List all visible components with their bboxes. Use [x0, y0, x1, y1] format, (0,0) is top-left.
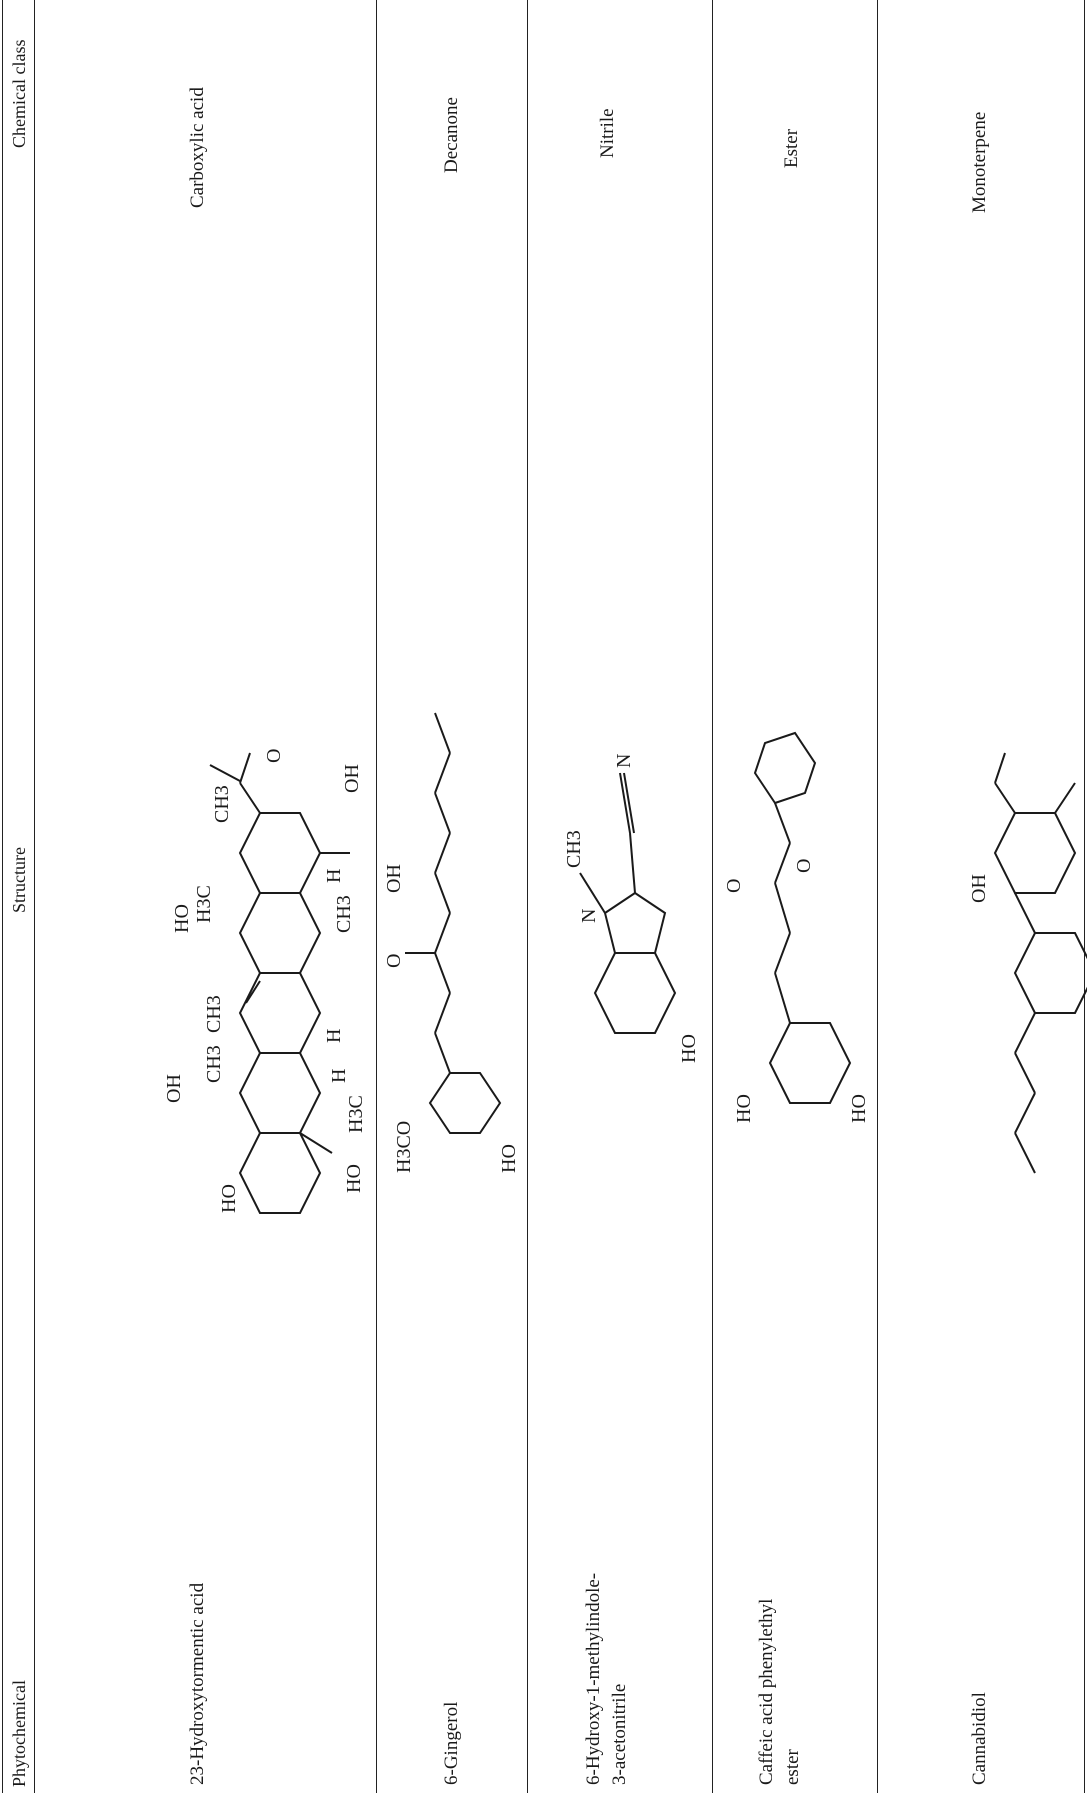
label-oh: OH: [383, 864, 405, 893]
structure-cannabidiol: OH: [968, 752, 1087, 1174]
label-h: H: [323, 869, 345, 883]
row-divider: [712, 0, 713, 1793]
label-ch3: CH3: [333, 895, 355, 933]
table-top-rule: [2, 0, 3, 1793]
label-o: O: [263, 749, 285, 763]
label-oh: OH: [163, 1074, 185, 1103]
label-ch3: CH3: [211, 785, 233, 823]
label-ch3: CH3: [203, 995, 225, 1033]
chemical-class: Nitrile: [597, 108, 618, 158]
table-bottom-rule: [1084, 0, 1085, 1793]
header-phytochemical: Phytochemical: [9, 1680, 29, 1787]
structure-6-hydroxy-1-methylindole-3-acetonitrile: CH3 N N HO: [563, 754, 700, 1063]
label-ho: HO: [733, 1094, 755, 1123]
label-h3c: H3C: [193, 885, 215, 923]
phytochemical-name: 23-Hydroxytormentic acid: [187, 1582, 208, 1785]
label-oh: OH: [968, 874, 990, 903]
chemical-class: Carboxylic acid: [187, 87, 208, 208]
label-n: N: [578, 909, 600, 923]
label-ch3: CH3: [203, 1045, 225, 1083]
header-structure: Structure: [9, 847, 29, 913]
phytochemical-name: 6-Gingerol: [441, 1701, 462, 1785]
label-h3c: H3C: [345, 1095, 367, 1133]
row-divider: [376, 0, 377, 1793]
structure-caffeic-acid-phenylethyl-ester: O O HO HO: [723, 731, 870, 1123]
label-o: O: [793, 859, 815, 873]
structure-23-hydroxytormentic-acid: CH3 H3C HO OH O H CH3 CH3 CH3 H H HO HO …: [163, 749, 367, 1214]
phytochemical-name-line-1: Caffeic acid phenylethyl: [756, 1598, 777, 1785]
label-o: O: [723, 879, 745, 893]
header-chemical-class: Chemical class: [9, 39, 29, 148]
chemical-class: Ester: [781, 128, 802, 168]
label-h3co: H3CO: [393, 1121, 415, 1173]
phytochemical-name-line-2: 3-acetonitrile: [609, 1683, 630, 1785]
label-ho: HO: [171, 904, 193, 933]
row-divider: [527, 0, 528, 1793]
label-n: N: [613, 754, 635, 768]
label-ho: HO: [678, 1034, 700, 1063]
label-ho: HO: [848, 1094, 870, 1123]
phytochemical-name-line-1: 6-Hydroxy-1-methylindole-: [583, 1572, 604, 1785]
label-o: O: [383, 954, 405, 968]
structure-6-gingerol: O OH H3CO HO: [383, 712, 520, 1173]
phytochemical-name-line-2: ester: [782, 1749, 803, 1785]
label-ho: HO: [218, 1184, 240, 1213]
label-ch3: CH3: [563, 830, 585, 868]
row-divider: [877, 0, 878, 1793]
phytochemical-name: Cannabidiol: [969, 1692, 990, 1785]
chemical-class: Monoterpene: [969, 111, 990, 213]
label-ho: HO: [343, 1164, 365, 1193]
label-oh: OH: [341, 764, 363, 793]
header-rule: [34, 0, 35, 1793]
label-h: H: [323, 1029, 345, 1043]
chemical-class: Decanone: [441, 97, 462, 173]
label-ho: HO: [498, 1144, 520, 1173]
label-h: H: [328, 1069, 350, 1083]
